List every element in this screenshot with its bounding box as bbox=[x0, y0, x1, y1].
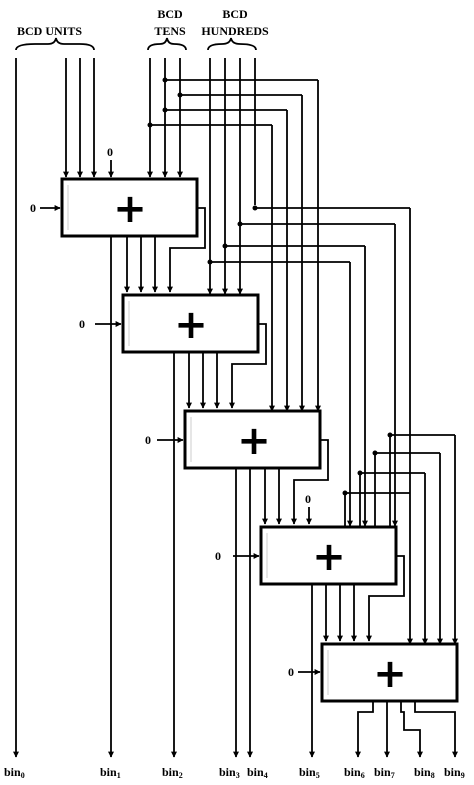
adder4-plus-symbol: + bbox=[312, 534, 346, 580]
output-label-bin8: bin8 bbox=[414, 765, 435, 780]
output-label-bin2: bin2 bbox=[162, 765, 183, 780]
output-label-bin9: bin9 bbox=[444, 765, 465, 780]
adder1-plus-symbol: + bbox=[113, 186, 147, 232]
adder-3: + bbox=[183, 409, 322, 470]
adder4-carry-in-zero: 0 bbox=[215, 549, 221, 563]
wires-adder3-outputs bbox=[233, 439, 329, 758]
bcd-hundreds-label-line2: HUNDREDS bbox=[201, 24, 269, 38]
adder-2: + bbox=[121, 293, 260, 354]
output-label-bin4: bin4 bbox=[247, 765, 268, 780]
bcd-hundreds-label-line1: BCD bbox=[222, 7, 248, 21]
adder4-extra-zero: 0 bbox=[305, 492, 311, 506]
adder1-extra-zero: 0 bbox=[107, 145, 113, 159]
adder5-carry-in-zero: 0 bbox=[288, 665, 294, 679]
wires-adder1-to-adder2 bbox=[108, 207, 206, 758]
adder-5: + bbox=[320, 642, 459, 703]
units-brace bbox=[15, 37, 95, 51]
bcd-units-label: BCD UNITS bbox=[17, 24, 82, 38]
wires-units-to-adder1 bbox=[63, 58, 97, 178]
output-labels: bin0 bin1 bin2 bin3 bin4 bin5 bin6 bin7 … bbox=[4, 765, 465, 780]
output-label-bin1: bin1 bbox=[100, 765, 121, 780]
wires-adder4-outputs bbox=[309, 555, 405, 758]
output-label-bin5: bin5 bbox=[299, 765, 320, 780]
adder3-plus-symbol: + bbox=[237, 418, 271, 464]
bcd-tens-label-line1: BCD bbox=[157, 7, 183, 21]
adder-4: + bbox=[259, 525, 398, 586]
tens-brace bbox=[147, 37, 187, 51]
hundreds-distribution bbox=[207, 75, 413, 645]
output-label-bin7: bin7 bbox=[374, 765, 395, 780]
adder2-plus-symbol: + bbox=[174, 302, 208, 348]
adder-1: + bbox=[60, 177, 199, 238]
output-label-bin0: bin0 bbox=[4, 765, 25, 780]
output-label-bin3: bin3 bbox=[219, 765, 240, 780]
adder3-carry-in-zero: 0 bbox=[145, 433, 151, 447]
bcd-tens-label-line2: TENS bbox=[154, 24, 186, 38]
hundreds-brace bbox=[207, 37, 257, 51]
adder5-plus-symbol: + bbox=[373, 651, 407, 697]
tens-distribution-bus bbox=[147, 77, 321, 412]
adder-bus-lower bbox=[342, 432, 458, 645]
adder2-carry-in-zero: 0 bbox=[79, 317, 85, 331]
adder1-carry-in-zero: 0 bbox=[30, 201, 36, 215]
wires-adder2-to-adder3 bbox=[171, 323, 267, 758]
wires-adder5-outputs bbox=[355, 701, 458, 758]
wires-tens-to-adder1 bbox=[147, 58, 183, 178]
wires-hundreds-verticals bbox=[209, 58, 256, 75]
output-label-bin6: bin6 bbox=[344, 765, 365, 780]
